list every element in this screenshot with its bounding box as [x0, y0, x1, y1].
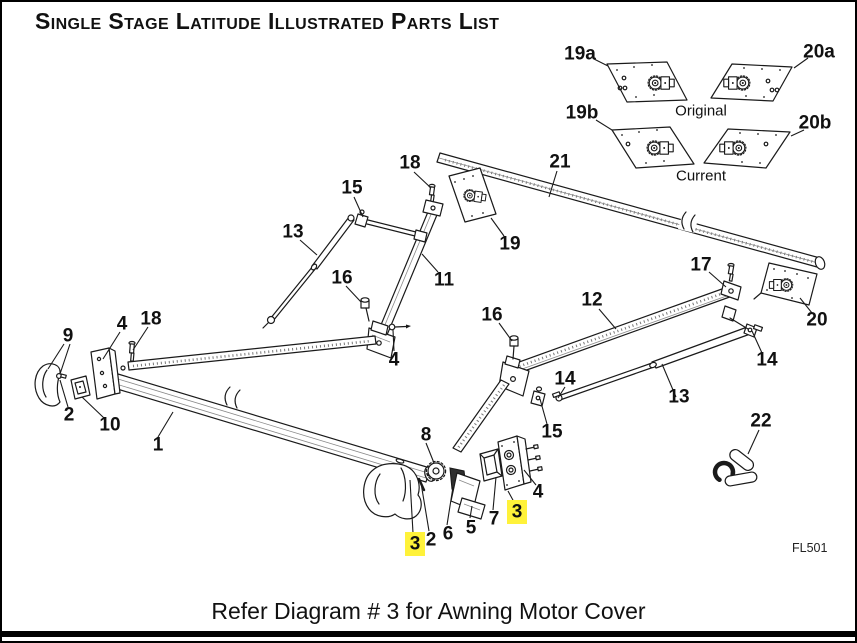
part-label-18: 18 [140, 309, 161, 330]
part-label-2: 2 [426, 530, 437, 551]
part-label-12: 12 [581, 290, 602, 311]
part-label-7: 7 [489, 509, 500, 530]
part-label-4: 4 [389, 350, 400, 371]
part-label-14: 14 [554, 369, 576, 390]
part-label-15: 15 [341, 178, 363, 199]
mounting-plate-19 [448, 167, 497, 223]
left-bracket-assembly [34, 340, 136, 407]
part-label-16: 16 [331, 268, 352, 289]
part-label-10: 10 [99, 415, 120, 436]
footer-caption: Refer Diagram # 3 for Awning Motor Cover [211, 598, 646, 624]
highlight-marker [405, 532, 425, 556]
right-arm-12 [452, 262, 742, 453]
knob-16-left [360, 297, 370, 322]
part-label-13: 13 [282, 222, 303, 243]
part-label-14: 14 [756, 350, 778, 371]
part-label-16: 16 [481, 305, 502, 326]
part-label-20: 20 [806, 310, 827, 331]
part-label-17: 17 [690, 255, 711, 276]
part-label-18: 18 [399, 153, 420, 174]
part-label-3: 3 [410, 534, 421, 555]
inset-caption: Original [675, 103, 727, 120]
part-label-2: 2 [64, 405, 75, 426]
mounting-plate-20 [753, 262, 818, 306]
part-label-3: 3 [512, 502, 523, 523]
part-label-4: 4 [117, 314, 128, 335]
part-label-22: 22 [750, 411, 771, 432]
part-label-15: 15 [541, 422, 563, 443]
clip-22 [712, 448, 758, 487]
front-bar [127, 335, 377, 371]
part-label-4: 4 [533, 482, 544, 503]
part-label-13: 13 [668, 387, 689, 408]
part-label-11: 11 [434, 270, 455, 291]
motor-assembly [363, 435, 543, 520]
inset-plates [606, 61, 793, 169]
inset-caption: Current [676, 168, 727, 185]
part-label-21: 21 [549, 152, 571, 173]
part-label-6: 6 [443, 524, 454, 545]
highlight-marker [507, 500, 527, 524]
elbow-joint-left [366, 320, 396, 359]
page-title: Single Stage Latitude Illustrated Parts … [35, 8, 500, 34]
bolt-4-center [388, 323, 411, 331]
part-labels: 9 4 18 2 10 1 13 15 16 18 11 4 19 21 17 12 16 14 15 13 14 20 2… [63, 42, 835, 556]
diagram-code: FL501 [792, 541, 828, 555]
part-label-8: 8 [421, 425, 432, 446]
part-label-20b: 20b [799, 113, 832, 134]
part-label-19b: 19b [566, 103, 599, 124]
fitting-15-left [354, 209, 428, 243]
part-label-9: 9 [63, 326, 74, 347]
gas-strut-13-left [262, 214, 355, 329]
part-label-20a: 20a [803, 42, 835, 63]
part-label-19a: 19a [564, 44, 596, 65]
leader-lines [47, 57, 813, 534]
main-arm-11 [377, 199, 444, 336]
top-rail-21 [436, 152, 826, 270]
part-label-5: 5 [466, 518, 477, 539]
part-label-19: 19 [499, 234, 520, 255]
bottom-rule [2, 631, 855, 637]
part-label-1: 1 [153, 435, 164, 456]
